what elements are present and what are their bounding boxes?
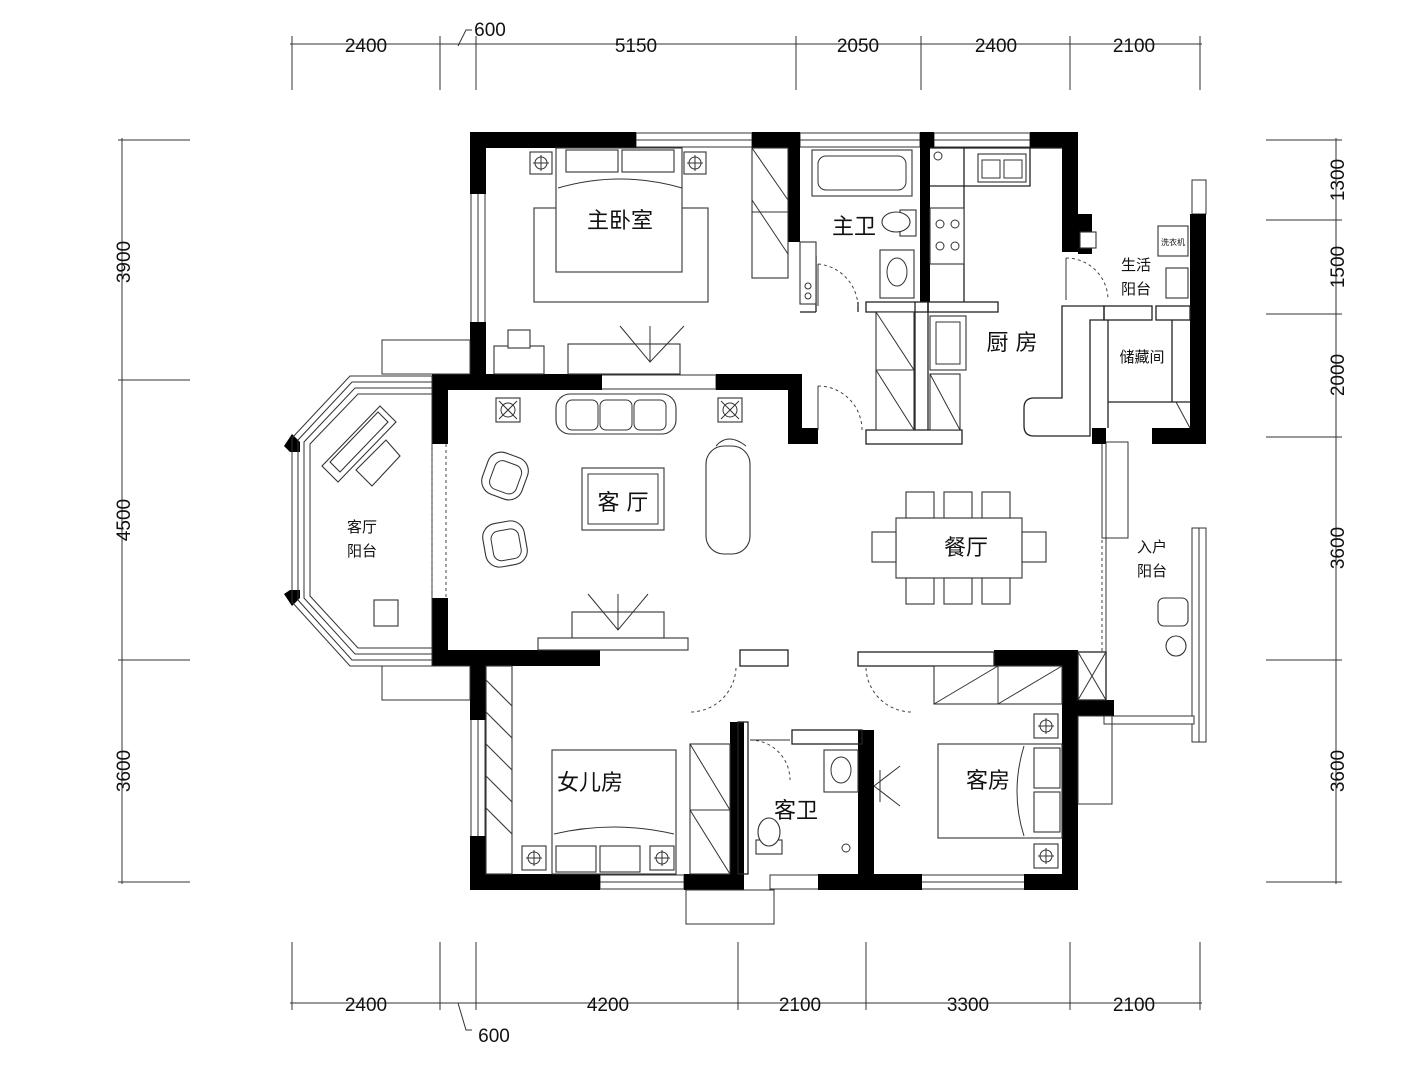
dim-right-1: 1300 [1328,159,1349,201]
dim-right-4: 3600 [1328,527,1349,569]
room-label-daughter-room: 女儿房 [557,771,623,796]
sink-icon [823,749,859,793]
dim-bottom-2: 600 [478,1026,510,1047]
wardrobe [485,665,513,875]
lamp-icon [1033,843,1059,869]
room-label-kitchen: 厨 房 [987,331,1038,356]
armchair-icon [482,520,528,568]
walls [284,132,1206,890]
room-label-master-bath: 主卫 [832,215,876,240]
sofa-icon [555,393,677,435]
dim-bottom-5: 3300 [947,995,989,1016]
lamp-icon [683,151,707,175]
toilet-icon [755,817,783,855]
dim-top-3: 5150 [615,36,657,57]
cabinet [689,743,731,875]
dimension-bottom: 2400 600 4200 2100 3300 2100 [290,942,1202,1047]
fridge-icon [929,315,967,371]
washing-machine-label: 洗衣机 [1161,237,1185,247]
daughter-room: 女儿房 [485,665,731,875]
side-table [1165,635,1187,657]
toilet-icon [881,209,917,237]
utility-balcony: 洗衣机 生活 阳台 储藏间 [1079,225,1191,429]
dim-top-2: 600 [474,20,506,41]
chair-icon [1157,597,1189,627]
dim-left-1: 3900 [114,241,135,283]
room-label-entry-balcony-2: 阳台 [1137,562,1167,580]
dim-bottom-4: 2100 [779,995,821,1016]
drain-icon [841,843,851,853]
master-bath: 主卫 [799,149,917,305]
desk [493,325,685,375]
dim-top-6: 2100 [1113,36,1155,57]
dimension-left: 3900 4500 3600 [114,138,190,884]
cabinet [933,665,1063,705]
piano-icon [321,405,401,487]
entry-balcony: 入户 阳台 [1137,538,1189,657]
dimension-right: 1300 1500 2000 3600 3600 [1266,138,1349,884]
stove-icon [929,207,965,265]
wardrobe [751,147,789,279]
room-label-guest-room: 客房 [966,769,1010,794]
room-label-living-balcony-1: 客厅 [347,518,377,536]
dim-top-5: 2400 [975,36,1017,57]
lamp-icon [529,151,553,175]
master-bedroom: 主卧室 [493,147,789,375]
coffee-table [581,467,665,531]
dim-top-4: 2050 [837,36,879,57]
washing-machine-icon: 洗衣机 [1157,225,1189,257]
room-label-storage: 储藏间 [1119,348,1164,366]
dim-bottom-3: 4200 [587,995,629,1016]
dim-left-3: 3600 [114,750,135,792]
room-label-living-balcony-2: 阳台 [347,542,377,560]
bed-icon [937,743,1063,839]
sink-icon [879,249,915,299]
lamp-icon [521,845,547,871]
dim-left-2: 4500 [114,499,135,541]
piano-balcony [291,375,447,667]
lamp-icon [495,397,521,423]
room-label-guest-bath: 客卫 [774,799,818,824]
dim-right-3: 2000 [1328,354,1349,396]
lamp-icon [1033,713,1059,739]
guest-bath: 客卫 [755,749,901,855]
lamp-icon [717,397,743,423]
bathtub-icon [811,149,913,197]
kitchen: 厨 房 [929,151,1038,371]
lamp-icon [649,845,675,871]
room-label-utility-balcony-2: 阳台 [1121,280,1151,298]
dining-room: 餐厅 [871,491,1047,605]
tv-cabinet [537,593,689,651]
dim-bottom-1: 2400 [345,995,387,1016]
room-label-master-bedroom: 主卧室 [587,209,653,234]
guest-room: 客房 [933,665,1063,869]
room-label-dining-room: 餐厅 [944,536,988,561]
sink-icon [977,153,1027,183]
sink-icon [1165,267,1189,299]
room-label-entry-balcony-1: 入户 [1137,538,1167,556]
chaise-lounge-icon [705,438,751,555]
doors [689,257,1109,781]
closet [875,311,961,431]
room-label-living-room: 客 厅 [598,491,649,516]
dining-table [895,517,1023,579]
dim-top-1: 2400 [345,36,387,57]
room-label-utility-balcony-1: 生活 [1121,256,1151,274]
living-room: 客 厅 客厅 阳台 [347,393,751,651]
armchair-icon [481,451,529,501]
partitions [381,147,1191,925]
dim-right-5: 3600 [1328,750,1349,792]
dimension-top: 2400 600 5150 2050 2400 2100 [290,20,1202,90]
dim-right-2: 1500 [1328,246,1349,288]
dim-bottom-6: 2100 [1113,995,1155,1016]
stool-icon [373,599,399,627]
